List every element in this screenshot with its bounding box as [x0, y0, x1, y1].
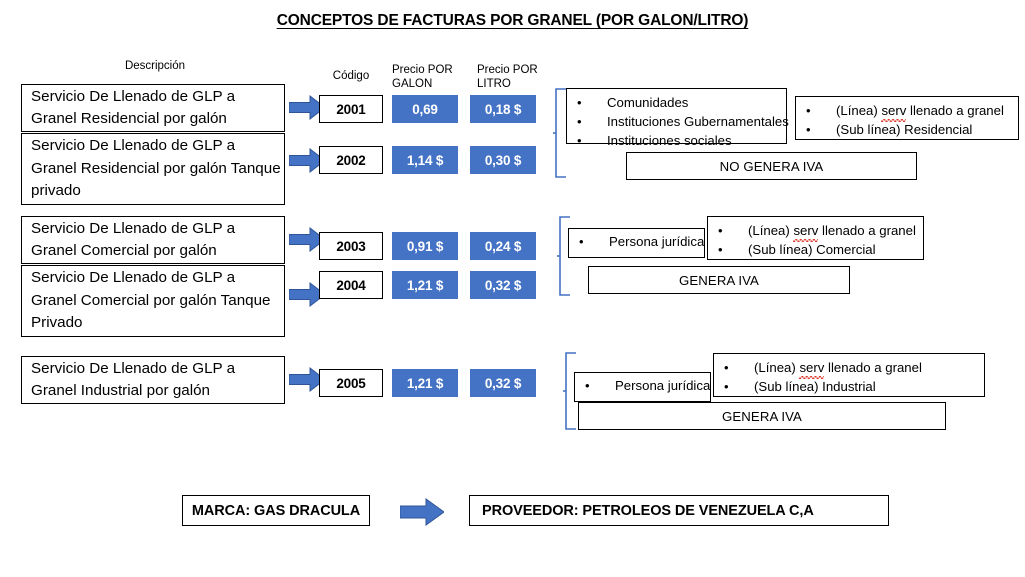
spellcheck-underline: serv — [793, 223, 819, 242]
precio-litro-line2: LITRO — [477, 77, 511, 90]
bullet-icon — [724, 358, 754, 377]
clientes-box-industrial: Persona jurídica — [574, 372, 711, 402]
list-item: Instituciones sociales — [577, 131, 776, 150]
code-box-2004: 2004 — [319, 271, 383, 299]
iva-badge-comercial: GENERA IVA — [588, 266, 850, 294]
linea-suffix: llenado a granel — [818, 223, 916, 238]
code-box-2005: 2005 — [319, 369, 383, 397]
table-row-description-2002: Servicio De Llenado de GLP a Granel Resi… — [21, 133, 285, 205]
column-header-descripcion: Descripción — [124, 60, 186, 72]
price-galon-2004: 1,21 $ — [392, 271, 458, 299]
linea-prefix: (Línea) — [748, 223, 794, 238]
linea-box-industrial: (Línea) serv llenado a granel (Sub línea… — [713, 353, 985, 397]
list-item: (Sub línea) Comercial — [718, 240, 913, 259]
table-row-description-2005: Servicio De Llenado de GLP a Granel Indu… — [21, 356, 285, 404]
price-litro-2004: 0,32 $ — [470, 271, 536, 299]
arrow-right-icon — [289, 148, 325, 173]
cliente-label: Instituciones Gubernamentales — [607, 114, 789, 129]
iva-badge-industrial: GENERA IVA — [578, 402, 946, 430]
proveedor-box: PROVEEDOR: PETROLEOS DE VENEZUELA C,A — [469, 495, 889, 526]
price-galon-2005: 1,21 $ — [392, 369, 458, 397]
table-row-description-2004: Servicio De Llenado de GLP a Granel Come… — [21, 265, 285, 337]
cliente-label: Persona jurídica — [615, 378, 711, 393]
sublinea-label: (Sub línea) Residencial — [836, 122, 973, 137]
bullet-icon — [577, 112, 607, 131]
table-row-description-2001: Servicio De Llenado de GLP a Granel Resi… — [21, 84, 285, 132]
cliente-label: Instituciones sociales — [607, 133, 732, 148]
description-text: Servicio De Llenado de GLP a Granel Resi… — [31, 87, 236, 128]
arrow-right-icon — [400, 498, 444, 526]
linea-prefix: (Línea) — [754, 360, 800, 375]
bullet-icon — [724, 377, 754, 396]
code-box-2002: 2002 — [319, 146, 383, 174]
list-item: Persona jurídica — [585, 376, 710, 395]
table-row-description-2003: Servicio De Llenado de GLP a Granel Come… — [21, 216, 285, 264]
marca-box: MARCA: GAS DRACULA — [182, 495, 370, 526]
bullet-icon — [718, 240, 748, 259]
price-litro-2003: 0,24 $ — [470, 232, 536, 260]
precio-galon-line1: Precio POR — [392, 64, 453, 76]
bullet-icon — [577, 93, 607, 112]
bullet-icon — [806, 101, 836, 120]
group-bracket-residencial — [553, 88, 567, 178]
linea-label: (Línea) serv llenado a granel — [748, 221, 916, 242]
spellcheck-underline: serv — [881, 103, 907, 122]
iva-badge-residencial: NO GENERA IVA — [626, 152, 917, 180]
arrow-right-icon — [289, 95, 325, 120]
list-item: Comunidades — [577, 93, 776, 112]
precio-litro-line1: Precio POR — [477, 64, 538, 76]
description-text: Servicio De Llenado de GLP a Granel Come… — [31, 269, 271, 332]
column-header-codigo: Código — [332, 70, 370, 82]
linea-box-comercial: (Línea) serv llenado a granel (Sub línea… — [707, 216, 924, 260]
list-item: Persona jurídica — [579, 232, 704, 251]
column-header-precio-litro: Precio POR LITRO — [477, 64, 547, 91]
clientes-box-comercial: Persona jurídica — [568, 228, 705, 258]
precio-galon-line2: GALON — [392, 77, 433, 90]
price-galon-2002: 1,14 $ — [392, 146, 458, 174]
arrow-right-icon — [289, 282, 325, 307]
arrow-right-icon — [289, 367, 325, 392]
price-galon-2003: 0,91 $ — [392, 232, 458, 260]
cliente-label: Comunidades — [607, 95, 689, 110]
list-item: (Línea) serv llenado a granel — [724, 358, 974, 379]
group-bracket-comercial — [557, 216, 571, 296]
linea-suffix: llenado a granel — [906, 103, 1004, 118]
price-litro-2002: 0,30 $ — [470, 146, 536, 174]
price-litro-2005: 0,32 $ — [470, 369, 536, 397]
linea-suffix: llenado a granel — [824, 360, 922, 375]
price-litro-2001: 0,18 $ — [470, 95, 536, 123]
spellcheck-underline: serv — [799, 360, 825, 379]
bullet-icon — [718, 221, 748, 240]
linea-label: (Línea) serv llenado a granel — [754, 358, 922, 379]
description-text: Servicio De Llenado de GLP a Granel Indu… — [31, 359, 236, 400]
bullet-icon — [577, 131, 607, 150]
linea-label: (Línea) serv llenado a granel — [836, 101, 1004, 122]
bullet-icon — [806, 120, 836, 139]
code-box-2001: 2001 — [319, 95, 383, 123]
price-galon-2001: 0,69 — [392, 95, 458, 123]
description-text: Servicio De Llenado de GLP a Granel Resi… — [31, 137, 281, 200]
column-header-precio-galon: Precio POR GALON — [392, 64, 462, 91]
list-item: (Línea) serv llenado a granel — [806, 101, 1008, 122]
description-text: Servicio De Llenado de GLP a Granel Come… — [31, 219, 236, 260]
bullet-icon — [579, 232, 609, 251]
list-item: Instituciones Gubernamentales — [577, 112, 789, 131]
list-item: (Línea) serv llenado a granel — [718, 221, 916, 242]
cliente-label: Persona jurídica — [609, 234, 705, 249]
bullet-icon — [585, 376, 615, 395]
clientes-box-residencial: Comunidades Instituciones Gubernamentale… — [566, 88, 789, 148]
list-item: (Sub línea) Industrial — [724, 377, 974, 396]
sublinea-label: (Sub línea) Comercial — [748, 242, 876, 257]
linea-prefix: (Línea) — [836, 103, 882, 118]
arrow-right-icon — [289, 227, 325, 252]
linea-box-residencial: (Línea) serv llenado a granel (Sub línea… — [795, 96, 1019, 140]
list-item: (Sub línea) Residencial — [806, 120, 1008, 139]
code-box-2003: 2003 — [319, 232, 383, 260]
group-bracket-industrial — [563, 352, 577, 430]
sublinea-label: (Sub línea) Industrial — [754, 379, 876, 394]
page-title: CONCEPTOS DE FACTURAS POR GRANEL (POR GA… — [276, 12, 749, 29]
